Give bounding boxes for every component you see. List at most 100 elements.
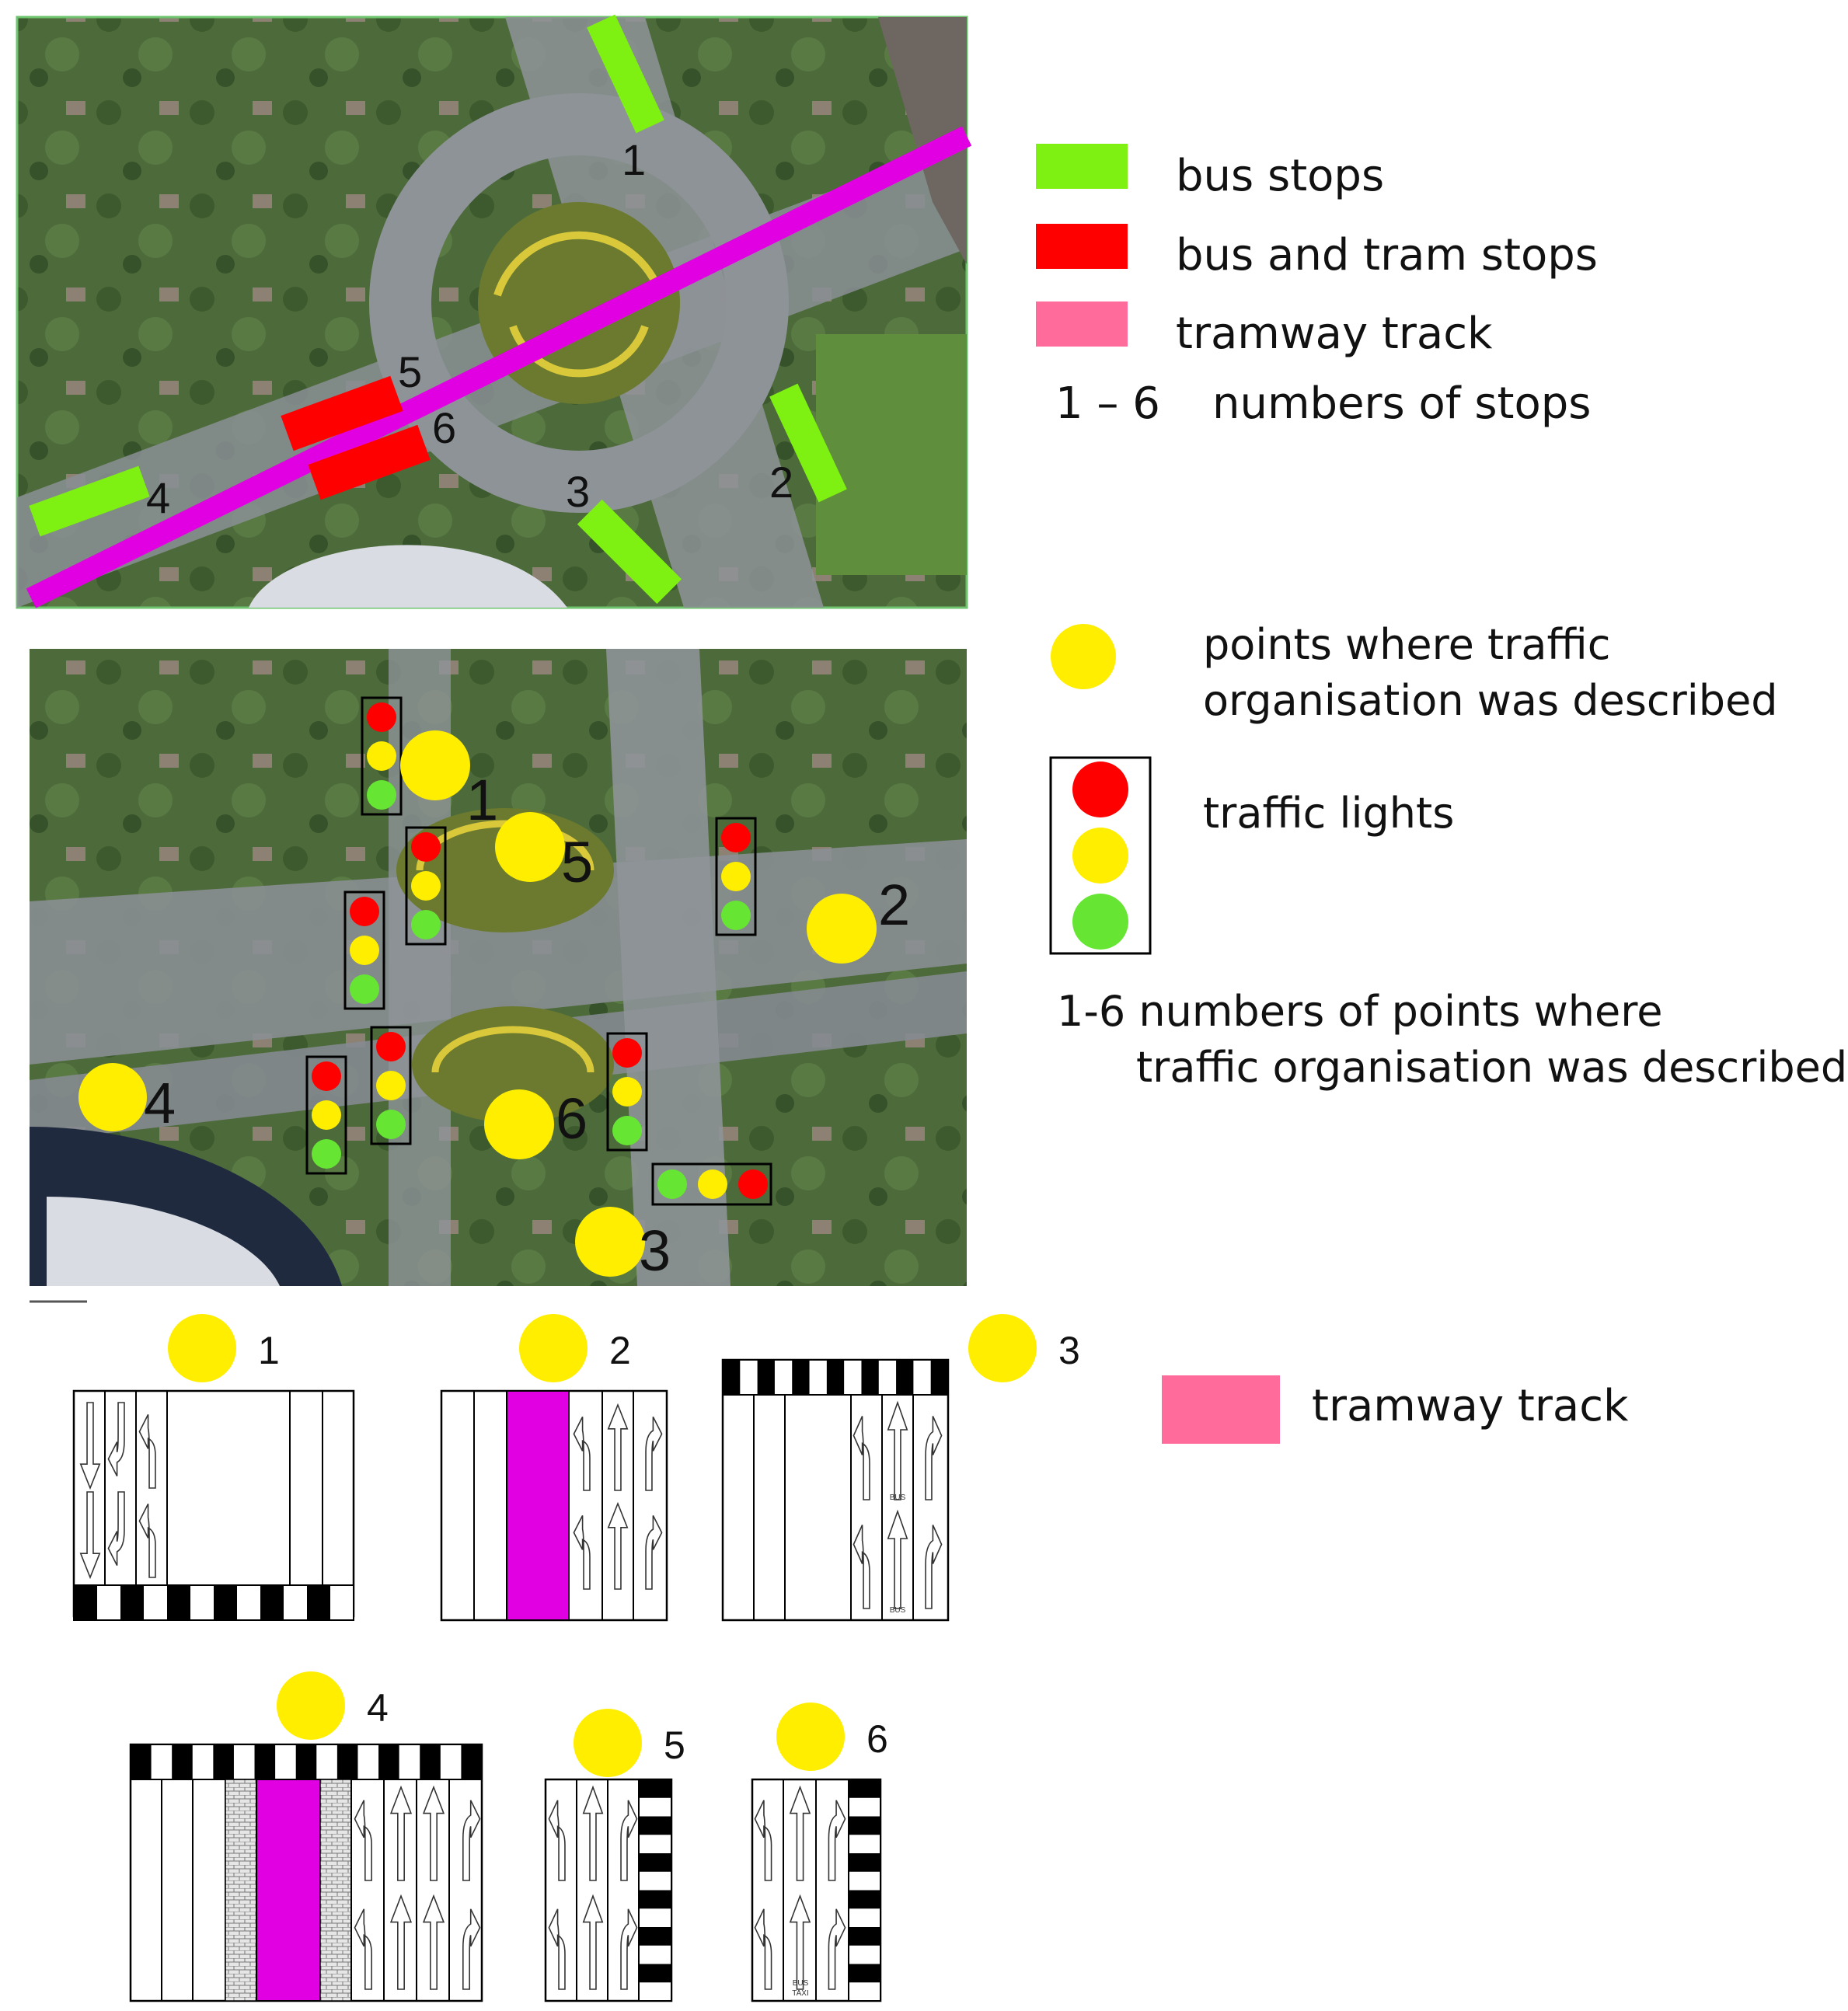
- lane-arrow-straight: [789, 1894, 811, 1990]
- crosswalk-stripe: [420, 1744, 441, 1779]
- lane-arrow-left: [573, 1417, 591, 1491]
- lane-arrow-straight: [422, 1785, 445, 1881]
- crosswalk-stripe: [849, 1890, 880, 1909]
- lane-arrow-straight: [582, 1785, 604, 1881]
- light-red: [721, 823, 751, 852]
- light-green: [657, 1169, 687, 1199]
- lane-diagram-4: 4: [129, 1671, 483, 2002]
- lane-arrow-right: [645, 1417, 663, 1491]
- crosswalk-stripe: [826, 1360, 845, 1395]
- lane-arrow-straight: [79, 1402, 101, 1490]
- stop-number-3: 3: [566, 467, 590, 516]
- tramway-track-lane: [256, 1779, 321, 2002]
- traffic-light-frame: [651, 1162, 772, 1206]
- light-green: [367, 780, 396, 810]
- lane-arrow-left: [754, 1908, 772, 1990]
- legend-bus-stops-swatch: [1036, 144, 1128, 189]
- lane-arrow-right: [462, 1908, 481, 1990]
- light-yellow: [376, 1071, 406, 1100]
- point-marker-5: [495, 812, 565, 882]
- lane-point-marker-1: [168, 1314, 236, 1382]
- crosswalk-stripe: [639, 1890, 671, 1909]
- crosswalk-stripe: [639, 1779, 671, 1798]
- traffic-light-1: [361, 696, 403, 816]
- legend-points-line1: points where traffic: [1203, 620, 1610, 669]
- light-green: [612, 1116, 642, 1145]
- legend-bus-tram-stops-swatch: [1036, 224, 1128, 269]
- lane-arrow-right: [645, 1515, 663, 1590]
- traffic-light-frame: [343, 890, 385, 1010]
- lane-point-number-6: 6: [866, 1717, 888, 1761]
- lane-point-marker-4: [277, 1671, 345, 1740]
- stop-marker-2: [769, 383, 847, 503]
- stop-marker-4: [29, 465, 150, 537]
- crosswalk-stripe: [378, 1744, 399, 1779]
- legend-tramway-track-label: tramway track: [1176, 308, 1493, 359]
- crosswalk-stripe: [213, 1744, 234, 1779]
- crosswalk-stripe: [723, 1360, 741, 1395]
- legend-points-line2: organisation was described: [1203, 676, 1778, 725]
- lane-point-marker-2: [519, 1314, 588, 1382]
- lane-arrow-left: [138, 1414, 156, 1489]
- stop-marker-6: [308, 424, 431, 500]
- middle-map-road: [30, 839, 967, 1065]
- light-red: [367, 702, 396, 732]
- tramway-track-top: [26, 126, 972, 608]
- lane-diagram-1: 1: [72, 1314, 355, 1621]
- legend-numbers-label: numbers of stops: [1212, 378, 1591, 429]
- point-number-3: 3: [639, 1218, 671, 1283]
- top-map-roundabout-arc: [493, 231, 664, 297]
- lane-arrow-straight: [79, 1491, 101, 1580]
- tram-separator: [225, 1779, 257, 2002]
- lane-arrow-right: [620, 1908, 638, 1990]
- light-yellow: [612, 1077, 642, 1107]
- point-number-6: 6: [556, 1086, 588, 1151]
- middle-map-island: [412, 1006, 614, 1123]
- light-yellow: [367, 741, 396, 771]
- crosswalk-stripe: [295, 1744, 317, 1779]
- light-red: [738, 1169, 768, 1199]
- tramway-track-lane: [506, 1390, 570, 1621]
- lane-arrow-right: [107, 1402, 125, 1476]
- crosswalk-stripe: [861, 1360, 879, 1395]
- lane-arrow-straight: [389, 1894, 413, 1990]
- legend-bus-tram-stops-label: bus and tram stops: [1176, 230, 1598, 281]
- legend-bottom-tram-swatch: [1162, 1375, 1280, 1444]
- traffic-light-frame: [606, 1032, 648, 1152]
- lane-point-marker-6: [776, 1703, 845, 1771]
- lane-diagram-2: 2: [440, 1314, 668, 1622]
- lane-arrow-straight: [607, 1501, 629, 1590]
- crosswalk-stripe: [930, 1360, 948, 1395]
- lane-arrow-right: [462, 1800, 481, 1881]
- lane-arrow-straight: [422, 1894, 445, 1990]
- lane-point-marker-5: [574, 1709, 642, 1777]
- lane-arrow-right: [828, 1908, 846, 1990]
- traffic-light-frame: [305, 1055, 347, 1175]
- crosswalk-stripe: [260, 1585, 284, 1620]
- lane-arrow-straight: [607, 1403, 629, 1491]
- legend-bottom-tram-label: tramway track: [1312, 1381, 1629, 1431]
- intersection-box: [72, 1389, 355, 1618]
- light-yellow: [411, 871, 441, 901]
- crosswalk-stripe: [131, 1744, 152, 1779]
- crosswalk-stripe: [307, 1585, 330, 1620]
- point-marker-1: [400, 730, 470, 800]
- stop-number-4: 4: [146, 473, 170, 522]
- lane-arrow-left: [853, 1416, 870, 1500]
- light-yellow: [698, 1169, 727, 1199]
- traffic-light-4: [715, 817, 757, 936]
- light-green: [312, 1139, 341, 1169]
- lane-point-marker-3: [968, 1314, 1037, 1382]
- top-map-river: [878, 17, 967, 264]
- lane-arrow-left: [754, 1800, 772, 1881]
- intersection-box: [721, 1358, 950, 1622]
- crosswalk-stripe: [639, 1816, 671, 1835]
- light-green: [376, 1110, 406, 1139]
- traffic-light-3: [343, 890, 385, 1010]
- lane-arrow-left: [548, 1908, 566, 1990]
